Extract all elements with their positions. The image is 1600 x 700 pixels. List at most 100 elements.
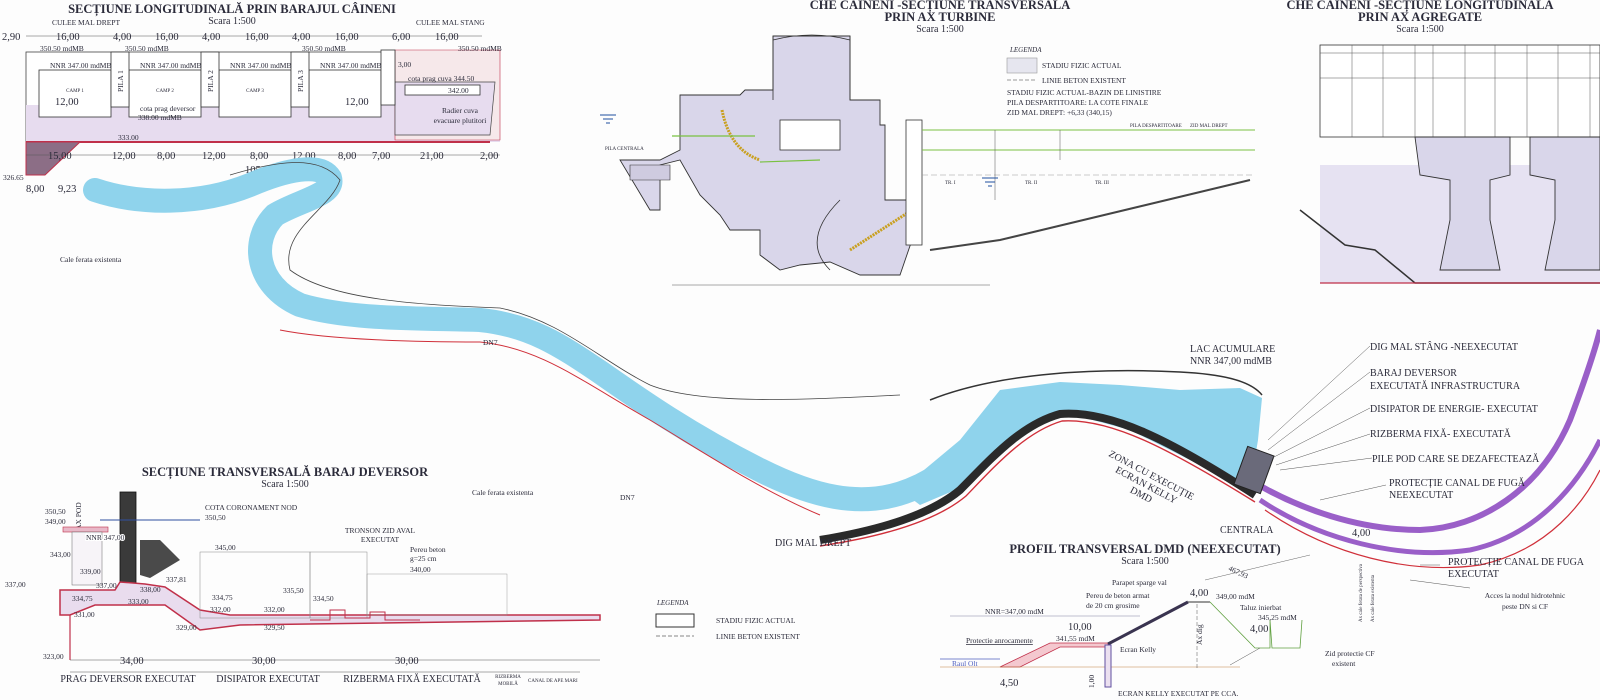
callout-leaders [1409,564,1471,589]
zone-label: TR. III [1095,181,1109,186]
tronson-label: TRONSON ZID AVAL [345,526,416,535]
callout: PILE POD CARE SE DEZAFECTEAZĂ [1372,453,1540,465]
dim: 16,00 [245,32,269,43]
intake-spiral [720,109,761,162]
dim: 30,00 [395,656,419,667]
water-level-icon [982,177,998,187]
bay-4 [308,69,382,118]
tailrace-slope [929,179,1251,251]
bay-label: CAMP 3 [246,89,264,94]
elevation: 332,00 [210,605,231,614]
elevation: 329,00 [176,623,197,632]
draft-tube-curve [816,199,841,271]
depth-dim: 1,00 [1087,675,1096,688]
callout: PROTECȚIE CANAL DE FUGĂ [1389,477,1526,489]
rail-axis-label: Ax cale ferata de perspectiva [1359,563,1364,622]
crest-elevation: 350.50 mdMB [302,44,346,53]
dmd-cross-profile: PROFIL TRANSVERSAL DMD (NEEXECUTAT) Scar… [940,528,1376,698]
weir-cross-section: SECȚIUNE TRANSVERSALĂ BARAJ DEVERSOR Sca… [5,465,800,687]
generator-hall [772,34,851,100]
elevation: 333,00 [128,597,149,606]
dim: 16,00 [155,32,179,43]
bridge-pier [71,531,103,586]
road-dn7 [279,329,821,516]
elevation: 334,75 [212,593,233,602]
unit-block-2 [1529,136,1600,271]
pier-label: PILA 3 [296,70,305,92]
zone-label: RIZBERMA [495,675,521,680]
bay-width-dim: 12,00 [55,97,79,108]
culee-mal-drept-label: CULEE MAL DREPT [52,18,120,27]
section-scale: Scara 1:500 [261,479,309,490]
dim: 16,00 [435,32,459,43]
kelly-wall [1104,644,1112,688]
pier-1 [110,51,130,108]
nnr-level: NNR 347.00 mdMB [230,61,291,70]
callout: EXECUTAT [1448,569,1499,580]
weir-body [59,581,601,631]
elevation: 329,50 [264,623,285,632]
elevation: 331,00 [74,610,95,619]
slope-label: Taluz inierbat [1240,603,1282,612]
elevation: 334,75 [72,594,93,603]
upstream-apron [629,164,671,181]
callout: peste DN si CF [1502,602,1548,611]
spillway-bays [38,49,396,118]
existing-concrete-line [672,135,821,163]
legend-item: STADIU FIZIC ACTUAL [716,616,796,625]
bridge-deck [62,526,109,533]
legend-title: LEGENDA [656,599,689,607]
basin-slot [404,84,481,96]
elevation: 345,00 [215,543,236,552]
section-scale: Scara 1:500 [1396,24,1444,35]
nnr-level: NNR=347,00 mdM [985,607,1044,616]
sill-elevation: 338.00 mdMB [138,113,182,122]
dim: 8,00 [338,151,356,162]
berm-width-dim: 10,00 [1068,622,1092,633]
legend-item: LINIE BETON EXISTENT [1042,76,1126,85]
crest-elevation: 349,00 mdM [1216,592,1255,601]
dim: 21,00 [420,151,444,162]
plan-callouts: DIG MAL STÂNG -NEEXECUTAT BARAJ DEVERSOR… [1267,341,1585,611]
zone-label: DISIPATOR EXECUTAT [216,674,319,685]
dim: 3,00 [398,60,411,69]
wall-label: ZID MAL DREPT [1190,124,1228,129]
dim: 4,00 [292,32,310,43]
dim: 16,00 [335,32,359,43]
road-elevation: 345,25 mdM [1258,613,1297,622]
callout-leaders [1267,345,1387,501]
bay-label: CAMP 2 [156,89,174,94]
section-title: PRIN AX TURBINE [885,10,996,24]
dividing-pier [905,119,923,246]
dim: 8,00 [157,151,175,162]
dim: 12,00 [292,151,316,162]
toe-elevation: 326.65 [3,173,24,182]
tronson-label: EXECUTAT [361,535,400,544]
elevation: 337,00 [5,580,26,589]
elevation: 343,00 [50,550,71,559]
bay-1 [38,69,112,118]
dim: 16,00 [56,32,80,43]
frame-grid [1320,45,1600,137]
reservoir-lake [900,382,1262,505]
elevation: 332,00 [264,605,285,614]
pereu-label: Pereu beton [410,545,446,554]
turbine-chamber [779,119,841,151]
section-scale: Scara 1:500 [208,16,256,27]
elevation: 349,00 [45,517,66,526]
superstructure-frame [1319,44,1600,138]
callout: NEEXECUTAT [1389,490,1453,501]
facing-label: de 20 cm grosime [1086,601,1140,610]
zone-label: TR. II [1025,181,1038,186]
zone-divider [994,130,1061,200]
crest-elevation: 350.50 mdMB [125,44,169,53]
dim: 12,00 [202,151,226,162]
elevation: 337,00 [96,581,117,590]
section-scale: Scara 1:500 [916,24,964,35]
legend-note: STADIU FIZIC ACTUAL-BAZIN DE LINISTIRE [1007,88,1162,97]
section-title: SECȚIUNE TRANSVERSALĂ BARAJ DEVERSOR [142,465,429,480]
elevation: 340,00 [410,565,431,574]
wall-label: existent [1332,659,1356,668]
dim: 8,00 [26,184,44,195]
